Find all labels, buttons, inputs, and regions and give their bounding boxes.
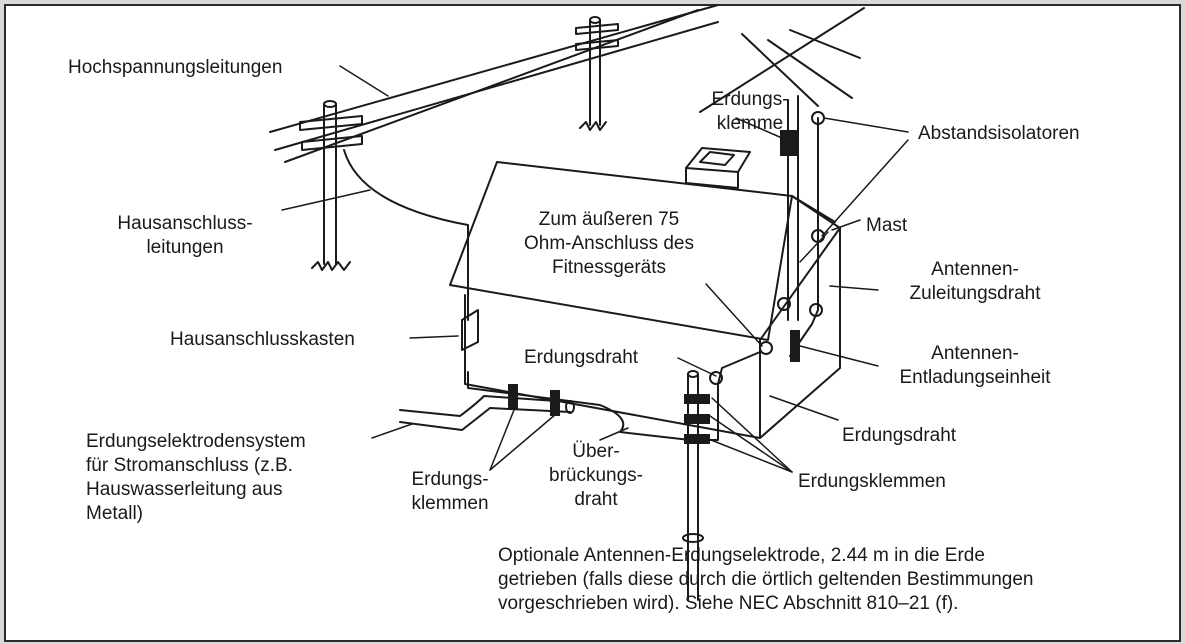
left-pole [299, 100, 363, 271]
label-service-drop: Hausanschluss- leitungen [117, 213, 253, 258]
standoff-insulators [709, 111, 825, 385]
label-mast: Mast [866, 215, 908, 236]
label-ground-wire-1: Erdungsdraht [524, 347, 639, 368]
label-fitness-connection: Zum äußeren 75 Ohm-Anschluss des Fitness… [523, 209, 694, 278]
label-power-lines: Hochspannungsleitungen [68, 57, 283, 78]
label-service-box: Hausanschlusskasten [170, 329, 355, 350]
label-optional-electrode: Optionale Antennen-Erdungselektrode, 2.4… [498, 545, 1034, 614]
label-discharge-unit: Antennen- Entladungseinheit [899, 343, 1051, 388]
label-ground-clamps-left: Erdungs- klemmen [411, 469, 489, 514]
label-ground-wire-2: Erdungsdraht [842, 425, 957, 446]
service-drop-wire [343, 149, 469, 321]
water-pipe [399, 371, 691, 441]
label-electrode-system: Erdungselektrodensystem für Stromanschlu… [86, 431, 306, 524]
diagram-frame [4, 4, 1181, 642]
label-ground-clamp-top: Erdungs- klemme [711, 89, 789, 134]
label-ground-clamps-right: Erdungsklemmen [798, 471, 946, 492]
chimney [685, 147, 751, 189]
leader-lines [281, 65, 909, 473]
right-pole [575, 16, 619, 131]
service-box [461, 309, 479, 351]
ground-clamps [508, 130, 800, 444]
label-bonding-wire: Über- brückungs- draht [549, 441, 643, 510]
label-antenna-lead-in: Antennen- Zuleitungsdraht [909, 259, 1041, 304]
label-standoff-insulators: Abstandsisolatoren [918, 123, 1080, 144]
